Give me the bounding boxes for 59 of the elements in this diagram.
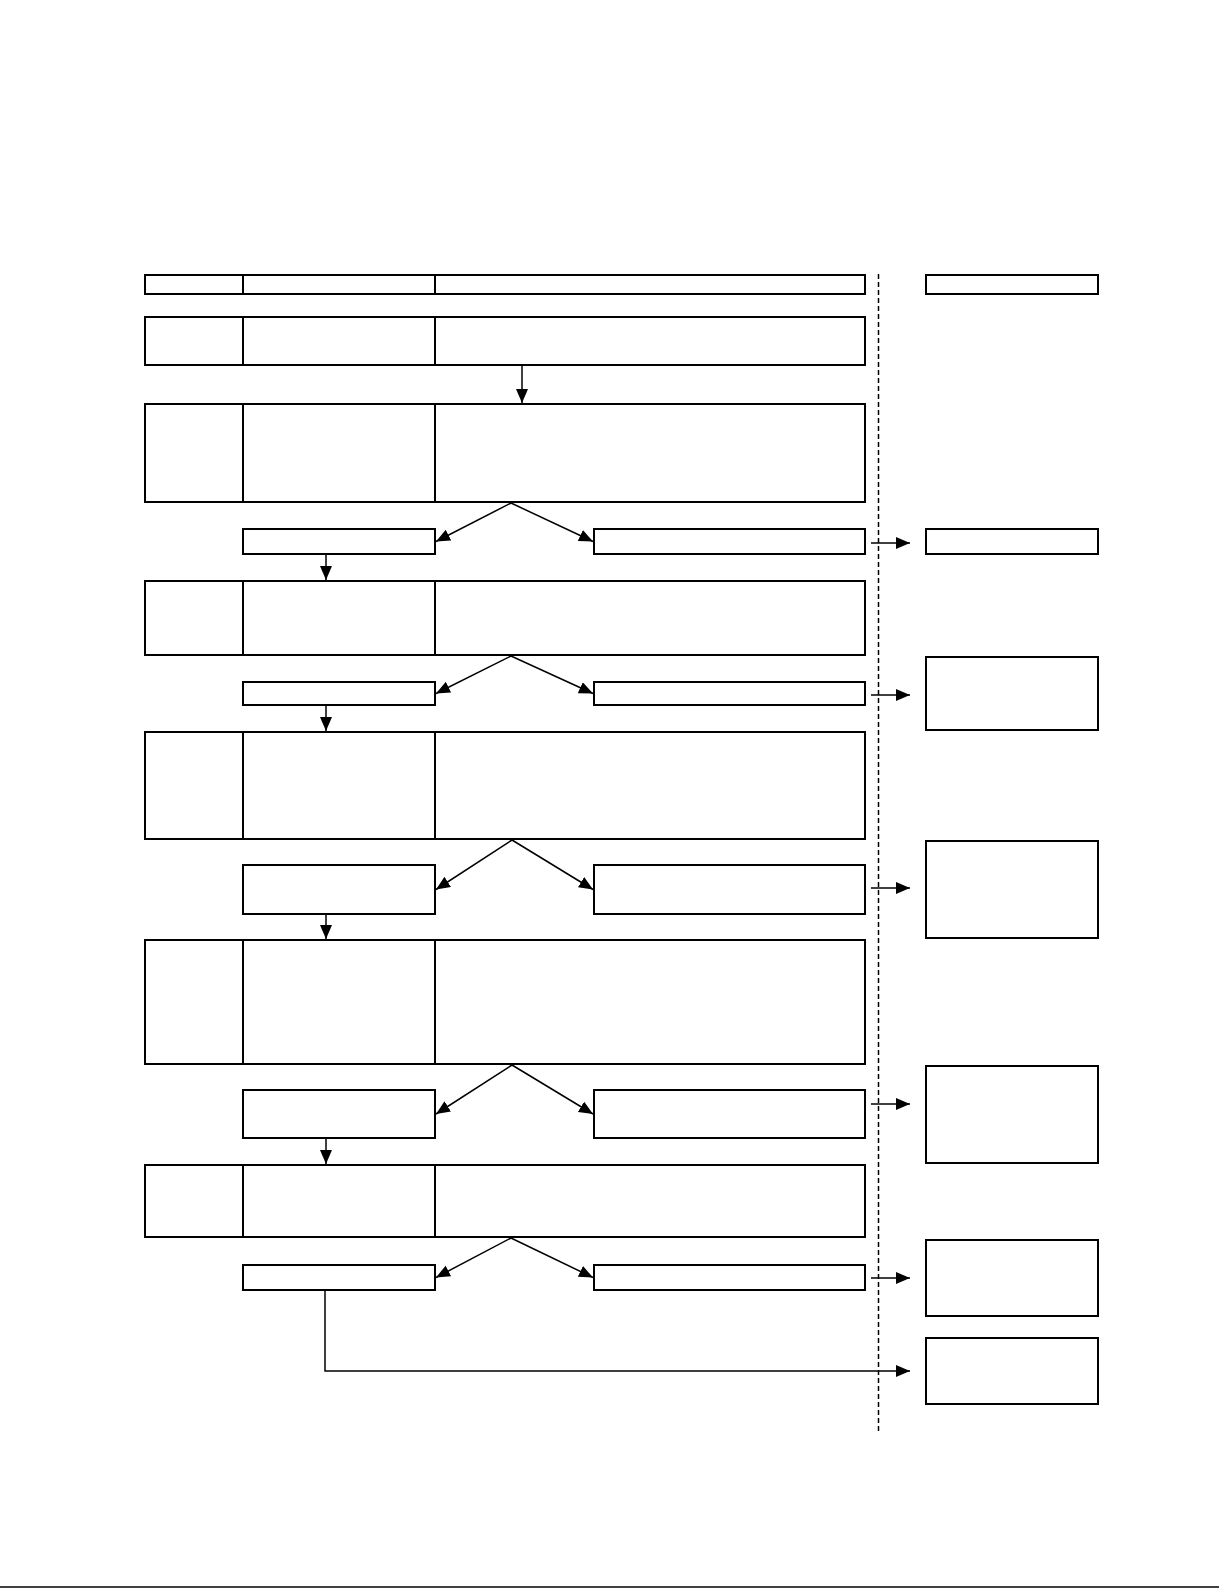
header-cell [144, 274, 244, 295]
row-cell [242, 316, 436, 366]
flow-arrow [870, 689, 911, 701]
row-cell [144, 403, 244, 503]
row-cell [242, 403, 436, 503]
row-cell [242, 731, 436, 840]
flow-arrow [435, 1237, 512, 1279]
flow-arrow [320, 554, 332, 581]
flow-arrow [320, 705, 332, 732]
branch-box [242, 864, 436, 915]
side-box [925, 656, 1099, 731]
row-cell [144, 580, 244, 656]
side-box [925, 274, 1099, 295]
flow-arrow [510, 502, 594, 543]
flow-arrow [320, 914, 332, 940]
row-cell [144, 731, 244, 840]
row-cell [434, 939, 866, 1065]
flow-arrow [870, 1098, 911, 1110]
row-cell [434, 580, 866, 656]
branch-box [593, 1089, 866, 1139]
flow-arrow [870, 1272, 911, 1284]
row-cell [434, 403, 866, 503]
row-cell [242, 580, 436, 656]
row-cell [144, 1164, 244, 1238]
side-box [925, 840, 1099, 939]
flow-arrow [435, 502, 512, 543]
branch-box [242, 1264, 436, 1291]
flow-arrow [510, 1237, 594, 1279]
row-cell [434, 1164, 866, 1238]
flow-arrow [435, 839, 513, 891]
branch-box [242, 528, 436, 555]
flow-arrow [870, 537, 911, 549]
branch-box [593, 681, 866, 706]
row-cell [434, 316, 866, 366]
flow-arrow [435, 1064, 513, 1115]
branch-box [593, 1264, 866, 1291]
flow-arrow [435, 655, 512, 695]
flow-arrow [511, 839, 594, 891]
row-cell [242, 1164, 436, 1238]
row-cell [144, 316, 244, 366]
row-cell [434, 731, 866, 840]
flow-arrow [510, 655, 594, 695]
flow-arrow [320, 1138, 332, 1165]
header-cell [242, 274, 436, 295]
branch-box [242, 681, 436, 706]
side-box [925, 1239, 1099, 1317]
flow-arrow [324, 1290, 911, 1377]
row-cell [242, 939, 436, 1065]
branch-box [593, 864, 866, 915]
flow-arrow [516, 365, 528, 404]
flow-arrow [870, 882, 911, 894]
side-box [925, 1337, 1099, 1405]
flow-arrow [511, 1064, 594, 1115]
side-box [925, 528, 1099, 555]
side-box [925, 1065, 1099, 1164]
branch-box [242, 1089, 436, 1139]
branch-box [593, 528, 866, 555]
header-cell [434, 274, 866, 295]
row-cell [144, 939, 244, 1065]
